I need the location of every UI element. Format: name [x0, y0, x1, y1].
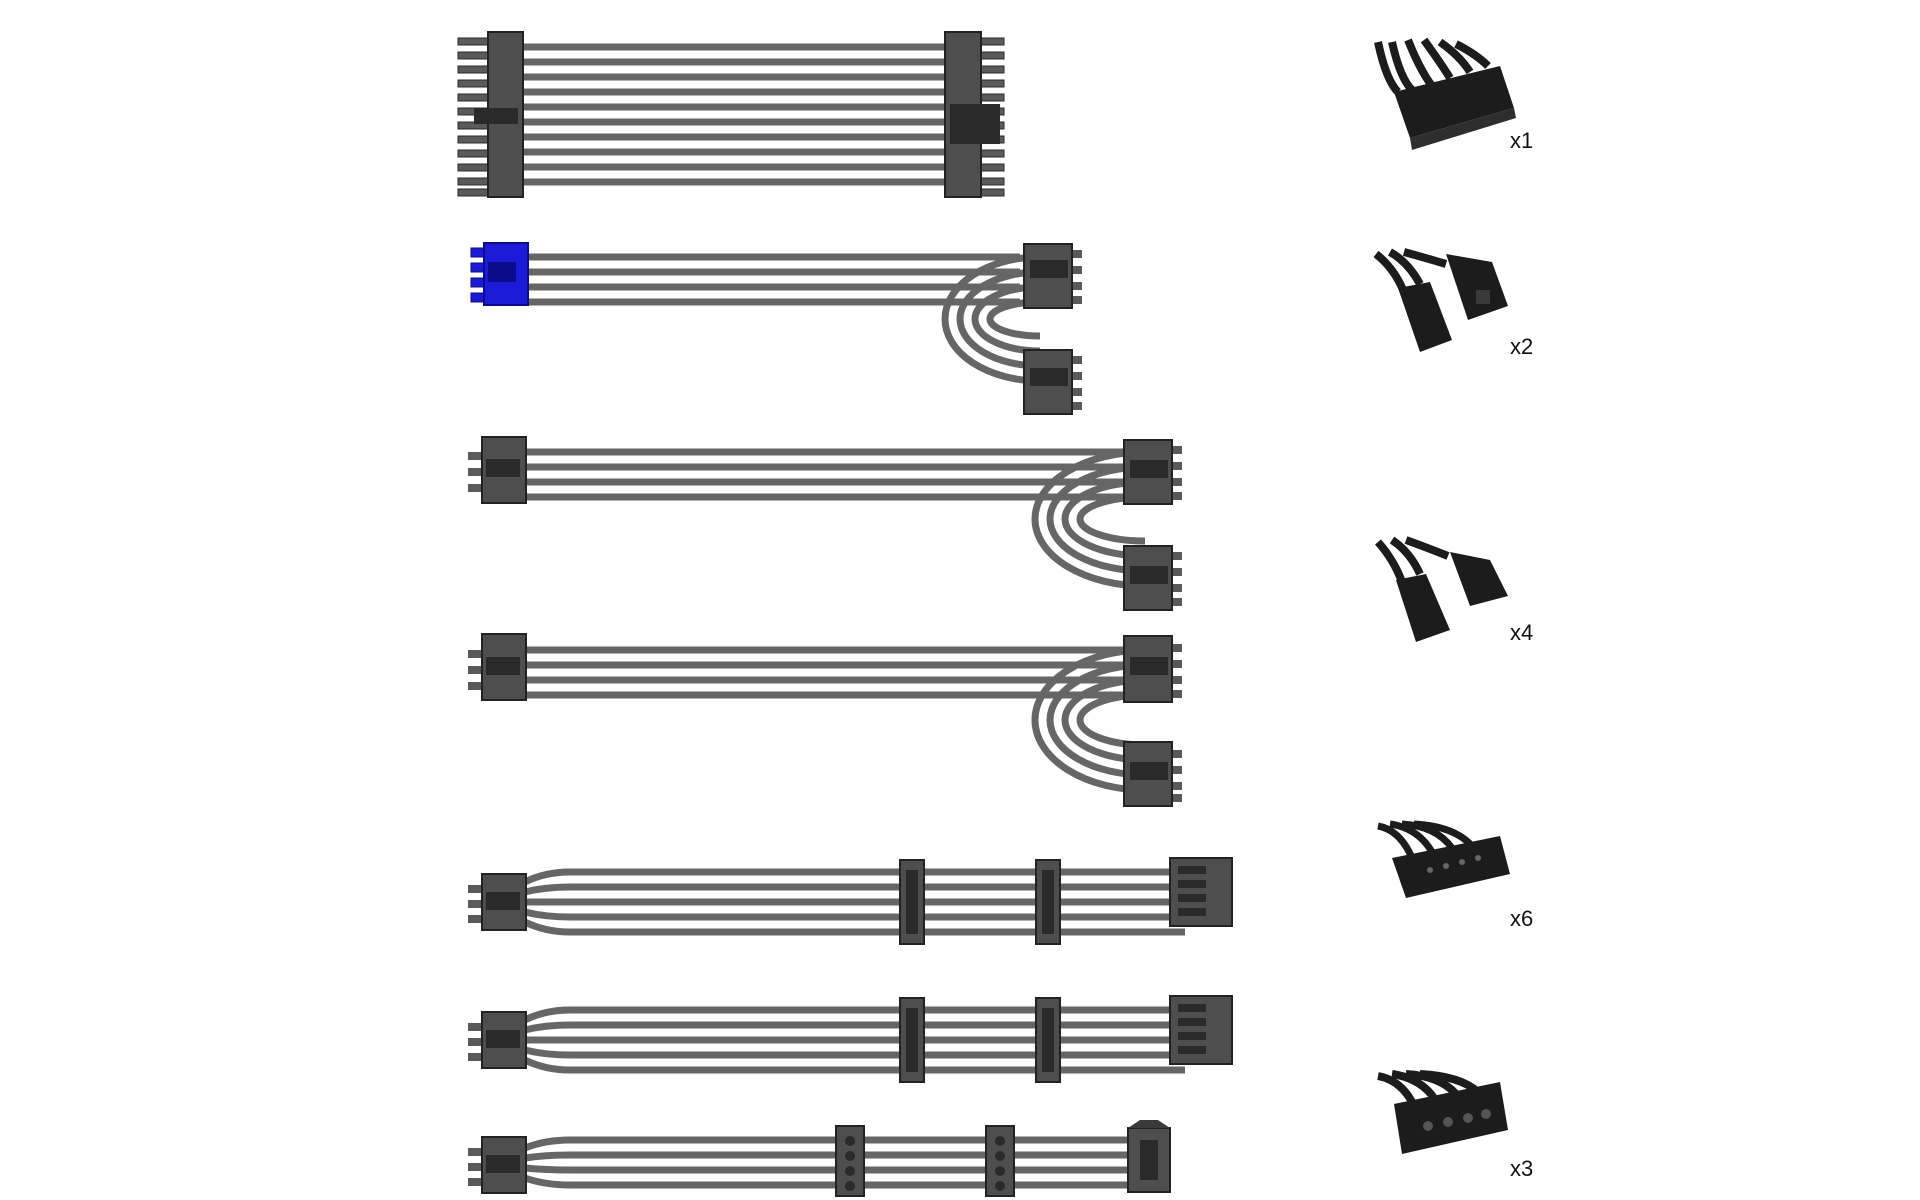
molex-wires — [523, 1136, 1140, 1189]
atx-24pin-cable — [457, 31, 1005, 198]
pcie-6plus2-connector-icon — [1374, 536, 1508, 642]
pcie3-right-top — [1123, 635, 1182, 703]
quantity-label: x1 — [1510, 128, 1533, 153]
pcie-cable-2 — [468, 436, 1182, 611]
sata2-plug-2 — [1035, 997, 1061, 1083]
pcie1-wires — [525, 253, 1041, 385]
pcie1-left-pins — [470, 247, 488, 303]
sata1-plug-end — [1169, 857, 1233, 927]
molex-cable — [468, 1120, 1171, 1197]
thumbnail-molex: x3 — [1377, 1070, 1533, 1181]
pcie-cable-1 — [470, 242, 1082, 415]
pcie-8pin-connector-icon — [1373, 248, 1508, 352]
atx-left-latch — [474, 108, 518, 124]
pcie3-right-bottom — [1123, 741, 1182, 807]
sata2-plug-end — [1169, 995, 1233, 1065]
sata2-psu-connector — [468, 1011, 527, 1069]
molex-plug-end — [1127, 1120, 1171, 1193]
pcie1-right-bottom — [1023, 349, 1082, 415]
sata1-psu-connector — [468, 873, 527, 931]
sata-cable-2 — [468, 995, 1233, 1083]
sata-power-connector-icon — [1377, 820, 1510, 898]
sata2-wires — [523, 1006, 1185, 1074]
thumbnail-sata: x6 — [1377, 820, 1533, 931]
quantity-label: x3 — [1510, 1156, 1533, 1181]
sata1-plug-1 — [899, 859, 925, 945]
thumbnail-pcie-8pin: x2 — [1373, 248, 1533, 359]
pcie3-left — [468, 633, 527, 701]
thumbnail-pcie-6plus2: x4 — [1374, 536, 1533, 645]
thumbnail-atx-24pin: x1 — [1374, 37, 1533, 153]
molex-psu-connector — [468, 1136, 527, 1194]
pcie2-wires — [525, 448, 1146, 590]
pcie3-wires — [525, 646, 1146, 794]
pcie-cable-3 — [468, 633, 1182, 807]
quantity-label: x6 — [1510, 906, 1533, 931]
quantity-label: x2 — [1510, 334, 1533, 359]
pcie2-right-bottom — [1123, 545, 1182, 611]
pcie2-right-top — [1123, 439, 1182, 505]
molex-plug-1 — [835, 1125, 865, 1197]
sata1-plug-2 — [1035, 859, 1061, 945]
quantity-label: x4 — [1510, 620, 1533, 645]
pcie2-left — [468, 436, 527, 504]
sata-cable-1 — [468, 857, 1233, 945]
sata2-plug-1 — [899, 997, 925, 1083]
atx-24pin-connector-icon — [1374, 37, 1516, 150]
pcie1-right-top — [1023, 243, 1082, 309]
atx-wires — [520, 43, 955, 186]
molex-plug-2 — [985, 1125, 1015, 1197]
atx-right-latch — [950, 104, 1000, 144]
pcie1-left-latch — [488, 262, 516, 282]
sata1-wires — [523, 868, 1185, 936]
molex-4pin-connector-icon — [1377, 1070, 1508, 1154]
